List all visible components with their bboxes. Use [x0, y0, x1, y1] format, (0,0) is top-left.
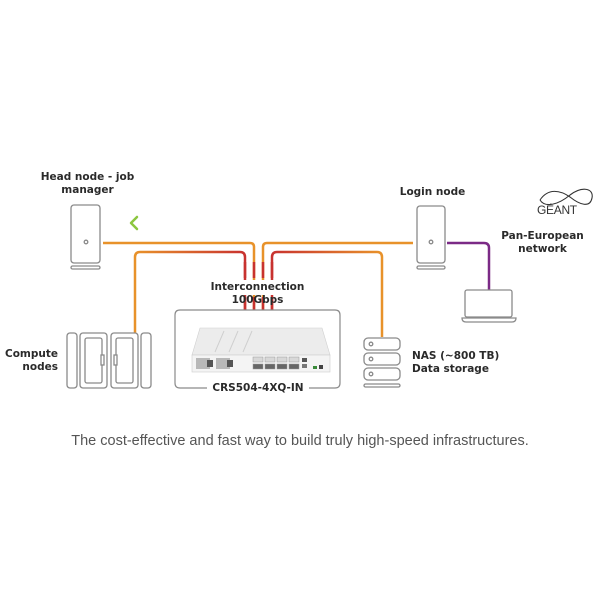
purple-link — [447, 241, 491, 290]
orange-link-login — [261, 241, 413, 310]
caption: The cost-effective and fast way to build… — [71, 433, 529, 449]
login-node-server-icon — [416, 205, 446, 270]
head-node-label-line2: manager — [61, 184, 114, 196]
switch-device-icon — [191, 327, 331, 373]
compute-nodes-icon — [66, 332, 152, 389]
geant-logo-text: GÉANT — [537, 203, 577, 217]
switch-label: CRS504-4XQ-IN — [207, 382, 309, 395]
nas-storage-icon — [363, 337, 401, 388]
compute-nodes-label-line1: Compute — [5, 348, 58, 360]
network-label-line2: network — [518, 243, 567, 255]
orange-link-nas — [270, 250, 384, 337]
head-node-label: Head node - job manager — [35, 171, 140, 197]
compute-nodes-label: Compute nodes — [0, 348, 58, 374]
nas-label-line2: Data storage — [412, 363, 489, 375]
interconnect-lines — [243, 262, 274, 310]
network-label-line1: Pan-European — [501, 230, 584, 242]
compute-nodes-label-line2: nodes — [22, 361, 58, 373]
orange-link-head — [103, 241, 256, 310]
arrow-left-icon — [129, 215, 139, 231]
orange-link-compute — [133, 250, 247, 335]
nas-label: NAS (~800 TB) Data storage — [412, 350, 542, 376]
geant-logo — [539, 188, 593, 206]
head-node-label-line1: Head node - job — [40, 171, 135, 183]
login-node-label: Login node — [399, 186, 466, 198]
nas-label-line1: NAS (~800 TB) — [412, 350, 500, 362]
head-node-server-icon — [70, 204, 101, 270]
switch-frame — [174, 309, 341, 389]
laptop-icon — [461, 289, 517, 323]
network-label: Pan-European network — [490, 230, 595, 256]
interconnect-label: Interconnection 100Gbps — [210, 281, 305, 306]
